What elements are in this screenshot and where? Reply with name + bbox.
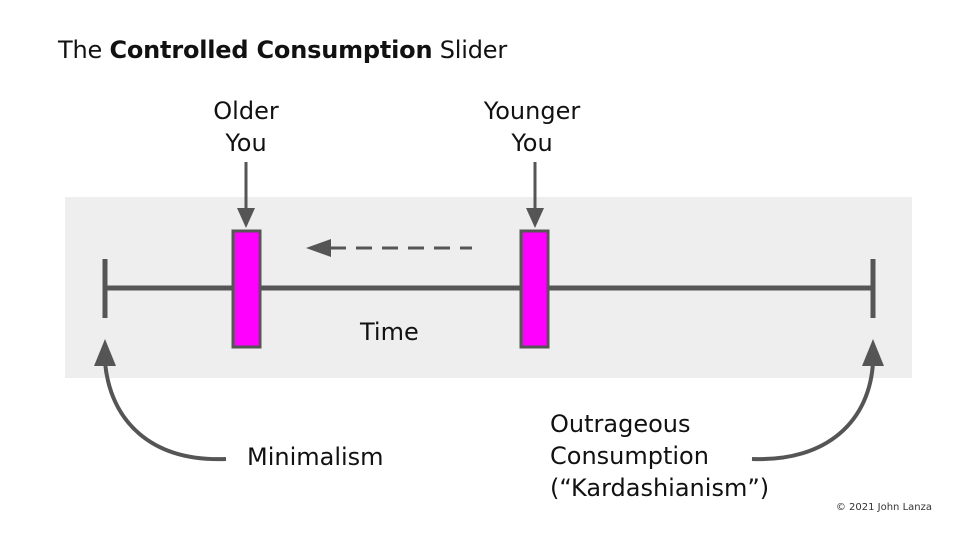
older-you-line2: You xyxy=(225,129,267,157)
younger-you-marker xyxy=(519,229,550,349)
younger-pointer-arrowhead xyxy=(526,208,544,228)
movement-arrowhead xyxy=(306,239,331,257)
older-pointer-arrowhead xyxy=(237,208,255,228)
outrageous-line2: Consumption xyxy=(550,442,709,470)
outrageous-line3: (“Kardashianism”) xyxy=(550,474,770,502)
older-you-line1: Older xyxy=(213,97,279,125)
title-suffix: Slider xyxy=(432,36,508,64)
copyright-notice: © 2021 John Lanza xyxy=(835,502,932,513)
diagram-title: The Controlled Consumption Slider xyxy=(58,34,507,66)
outrageous-curve-arrow xyxy=(751,361,875,462)
outrageous-consumption-label: Outrageous Consumption (“Kardashianism”) xyxy=(550,408,769,504)
outrageous-line1: Outrageous xyxy=(550,410,691,438)
older-you-marker xyxy=(231,229,262,349)
younger-you-line2: You xyxy=(511,129,553,157)
minimalism-curve-arrow xyxy=(103,361,227,462)
older-you-label: Older You xyxy=(186,95,306,159)
minimalism-curve-arrowhead xyxy=(94,339,116,366)
younger-you-line1: Younger xyxy=(483,97,581,125)
younger-you-label: Younger You xyxy=(472,95,592,159)
time-axis-label: Time xyxy=(360,318,419,346)
title-prefix: The xyxy=(58,36,110,64)
minimalism-label: Minimalism xyxy=(247,443,384,471)
title-bold: Controlled Consumption xyxy=(109,36,433,64)
outrageous-curve-arrowhead xyxy=(862,339,884,366)
